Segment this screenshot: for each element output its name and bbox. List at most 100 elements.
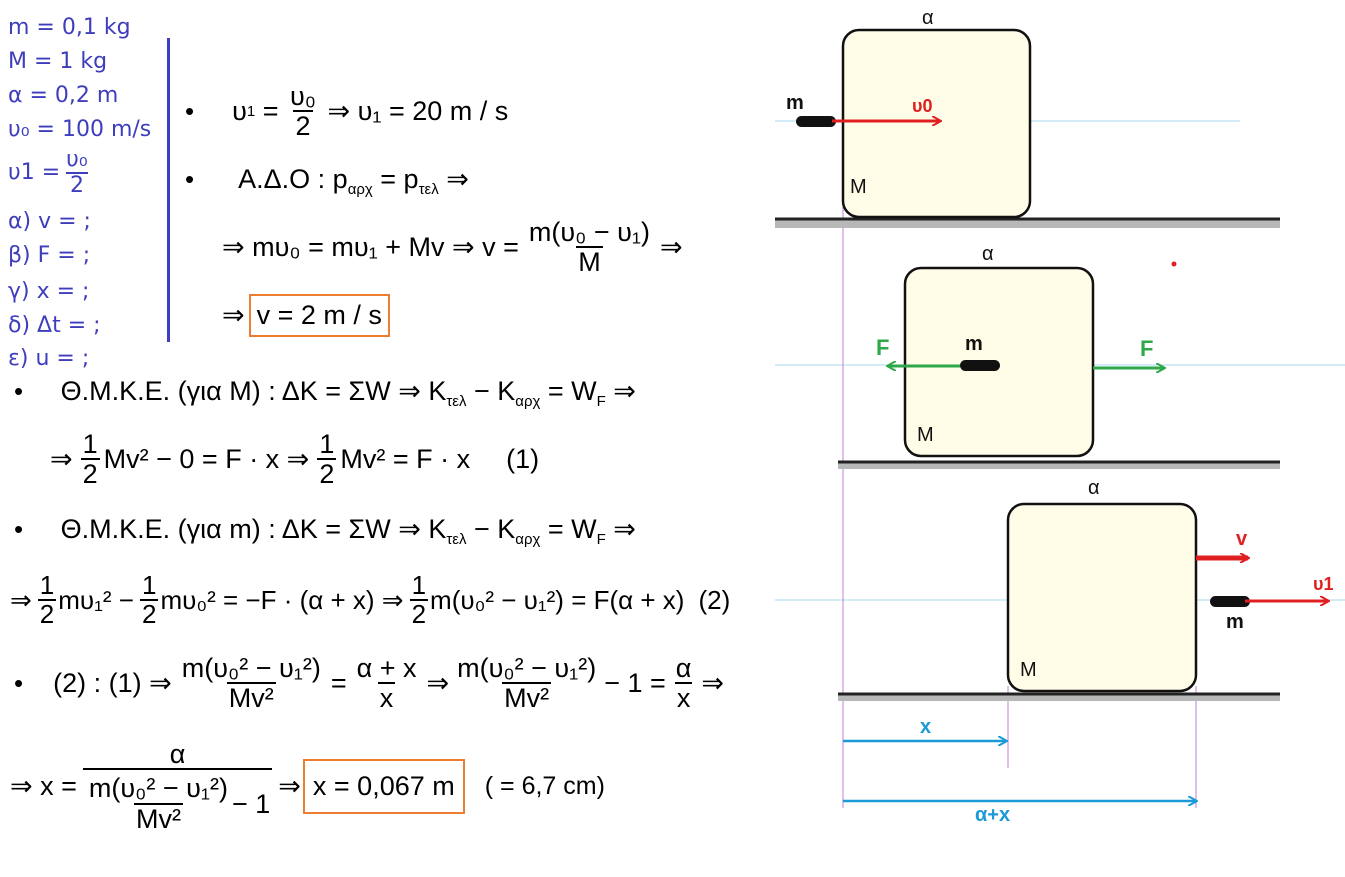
- denominator: 2: [409, 599, 429, 630]
- text: Mv² = F · x: [340, 443, 471, 474]
- text: Θ.Μ.Κ.Ε. (για m) : ΔΚ = ΣW ⇒ K: [60, 514, 447, 544]
- numerator: α: [675, 653, 692, 683]
- bullet-m: [960, 360, 1000, 371]
- text: = W: [540, 514, 597, 544]
- numerator: m(υ₀² − υ₁²): [457, 653, 597, 683]
- block-M: [1006, 502, 1198, 693]
- text: (2) : (1) ⇒: [53, 667, 172, 698]
- question-c: γ) x = ;: [8, 279, 90, 304]
- denominator: x: [674, 682, 693, 714]
- equation-tag: (1): [506, 443, 540, 474]
- numerator: υ₀: [290, 81, 316, 111]
- text: = W: [540, 376, 597, 406]
- numerator: m(υ₀² − υ₁²): [88, 773, 228, 804]
- given-u1-lhs: υ1 =: [8, 160, 61, 185]
- label-M: M: [1020, 659, 1037, 681]
- solution-line-7: • Θ.Μ.Κ.Ε. (για m) : ΔΚ = ΣW ⇒ Kτελ − Kα…: [14, 514, 636, 548]
- bullet: •: [185, 164, 195, 194]
- ground-shade: [775, 220, 1280, 228]
- denominator: Mv²: [226, 682, 276, 714]
- text: ⇒: [278, 771, 301, 802]
- label-m: m: [1226, 611, 1244, 633]
- solution-line-3: ⇒ mυ₀ = mυ₁ + Mv ⇒ v = m(υ₀ − υ₁)M ⇒: [222, 218, 683, 277]
- question-b: β) F = ;: [8, 243, 91, 268]
- text: ⇒: [50, 443, 73, 474]
- given-u1-numerator: υ₀: [66, 147, 88, 174]
- denominator: m(υ₀² − υ₁²)Mv² − 1: [82, 768, 273, 833]
- label-m: m: [965, 333, 983, 355]
- label-a-plus-x: α+x: [975, 804, 1010, 826]
- ground-shade: [838, 463, 1280, 469]
- text: ⇒: [605, 514, 636, 544]
- numerator: 1: [141, 570, 157, 600]
- label-M: M: [850, 176, 867, 198]
- bullet: •: [14, 376, 24, 406]
- stray-dot: [1171, 261, 1177, 267]
- label-alpha: α: [1088, 477, 1100, 499]
- question-e: ε) u = ;: [8, 346, 90, 371]
- subscript: F: [596, 531, 606, 548]
- text: ⇒ mυ₀ = mυ₁ + Mv ⇒ v =: [222, 231, 519, 262]
- text: υ: [232, 95, 247, 126]
- fraction: m(υ₀² − υ₁²)Mv²: [455, 654, 598, 713]
- text: ⇒: [438, 164, 469, 194]
- text: − 1 =: [604, 667, 666, 698]
- text: ⇒: [605, 376, 636, 406]
- label-alpha: α: [922, 7, 934, 29]
- numerator: 1: [39, 570, 55, 600]
- given-M: M = 1 kg: [8, 49, 108, 74]
- text: ⇒ x =: [10, 771, 77, 802]
- text: mυ₀² = −F · (α + x) ⇒: [160, 584, 404, 615]
- label-x: x: [920, 716, 931, 738]
- solution-line-5: • Θ.Μ.Κ.Ε. (για Μ) : ΔΚ = ΣW ⇒ Kτελ − Kα…: [14, 376, 636, 410]
- text: − K: [466, 376, 516, 406]
- text: ⇒ υ₁ = 20 m / s: [319, 95, 509, 126]
- fraction: m(υ₀² − υ₁²)Mv²: [180, 654, 323, 713]
- bullet: •: [185, 95, 195, 126]
- numerator: m(υ₀² − υ₁²): [181, 653, 321, 683]
- given-u1-denominator: 2: [69, 173, 84, 198]
- scene-2: α M m F F: [838, 243, 1280, 469]
- text: = p: [372, 164, 419, 194]
- denominator: x: [377, 682, 396, 714]
- label-F-left: F: [876, 335, 889, 360]
- text: ⇒: [10, 584, 32, 615]
- denominator: M: [576, 246, 603, 278]
- scene-3: α M v m υ1 x α+x: [838, 477, 1334, 826]
- text: ( = 6,7 cm): [484, 772, 605, 801]
- question-d: δ) Δt = ;: [8, 313, 101, 338]
- bullet-m: [796, 116, 836, 127]
- text: =: [255, 95, 286, 126]
- bullet-m: [1210, 596, 1250, 607]
- subscript: τελ: [446, 393, 467, 410]
- denominator: 2: [80, 458, 100, 490]
- numerator: α + x: [356, 653, 417, 683]
- numerator: m(υ₀ − υ₁): [528, 217, 650, 247]
- ground-shade: [838, 695, 1280, 701]
- text: Θ.Μ.Κ.Ε. (για Μ) : ΔΚ = ΣW ⇒ K: [60, 376, 447, 406]
- label-u1: υ1: [1313, 574, 1334, 594]
- solution-line-10: ⇒ x = α m(υ₀² − υ₁²)Mv² − 1 ⇒ x = 0,067 …: [10, 740, 605, 833]
- numerator: 1: [411, 570, 427, 600]
- subscript: αρχ: [347, 181, 373, 198]
- subscript: αρχ: [515, 393, 541, 410]
- label-alpha: α: [982, 243, 994, 265]
- label-M: M: [917, 424, 934, 446]
- subscript: τελ: [418, 181, 439, 198]
- bullet: •: [14, 514, 24, 544]
- label-u0: υ0: [912, 96, 933, 116]
- denominator: Mv²: [502, 682, 552, 714]
- nested-fraction: m(υ₀² − υ₁²)Mv²: [87, 774, 230, 833]
- given-u1: υ1 = υ₀ 2: [8, 148, 88, 198]
- label-F-right: F: [1140, 336, 1153, 361]
- given-m: m = 0,1 kg: [8, 15, 131, 40]
